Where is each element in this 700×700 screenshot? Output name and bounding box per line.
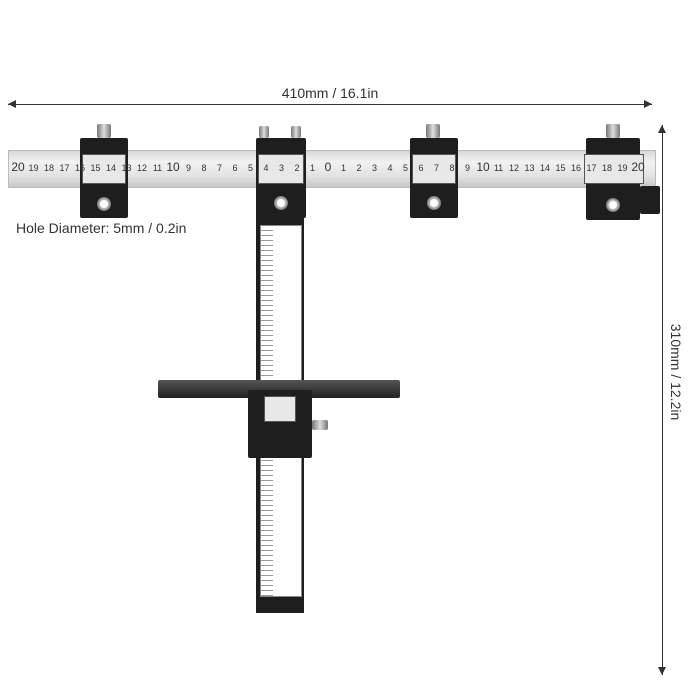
ruler-number: 9: [185, 163, 192, 173]
ruler-number: 3: [371, 163, 378, 173]
ruler-number: 17: [586, 163, 597, 173]
ruler-number: 17: [59, 163, 70, 173]
stop-block-3-knob: [606, 124, 620, 138]
ruler-number: 10: [166, 160, 180, 174]
ruler-number: 11: [152, 163, 163, 173]
ruler-number: 8: [449, 163, 455, 173]
ruler-number: 16: [570, 163, 582, 173]
ruler-number: 16: [74, 163, 86, 173]
ruler-number: 6: [232, 163, 238, 173]
ruler-number: 14: [539, 163, 551, 173]
stop-block-2-hole: [427, 196, 441, 210]
hole-diameter-label: Hole Diameter: 5mm / 0.2in: [16, 220, 187, 236]
ruler-number: 4: [387, 163, 393, 173]
ruler-number: 5: [402, 163, 409, 173]
ruler-number: 20: [11, 160, 25, 174]
ruler-number: 13: [121, 163, 132, 173]
ruler-number: 3: [278, 163, 285, 173]
ruler-number: 5: [247, 163, 254, 173]
slider-knob: [312, 420, 328, 430]
width-dimension-label: 410mm / 16.1in: [281, 85, 379, 101]
ruler-number: 18: [601, 163, 613, 173]
ruler-number: 18: [43, 163, 55, 173]
ruler-number: 11: [493, 163, 504, 173]
ruler-number: 15: [555, 163, 566, 173]
center-block-knob-right: [291, 126, 301, 138]
crossbar: [158, 380, 400, 398]
ruler-number: 13: [524, 163, 535, 173]
ruler-number: 7: [216, 163, 223, 173]
ruler-number: 19: [28, 163, 39, 173]
height-dimension-line: [662, 125, 663, 675]
ruler-number: 8: [201, 163, 207, 173]
end-hook: [640, 186, 660, 214]
stop-block-3-hole: [606, 198, 620, 212]
center-block-window: [258, 154, 304, 184]
stop-block-2-knob: [426, 124, 440, 138]
stop-block-1-hole: [97, 197, 111, 211]
stop-block-3-window: [584, 154, 644, 184]
stop-block-1-knob: [97, 124, 111, 138]
ruler-number: 6: [418, 163, 424, 173]
center-block-knob-left: [259, 126, 269, 138]
ruler-number: 0: [324, 160, 332, 174]
ruler-number: 9: [464, 163, 471, 173]
width-dimension-line: [8, 104, 652, 105]
ruler-number: 1: [340, 163, 347, 173]
ruler-number: 19: [617, 163, 628, 173]
stop-block-1-window: [82, 154, 126, 184]
width-arrow-left-icon: [8, 100, 16, 108]
ruler-number: 15: [90, 163, 101, 173]
ruler-number: 2: [294, 163, 300, 173]
height-arrow-bottom-icon: [658, 667, 666, 675]
ruler-number: 12: [136, 163, 148, 173]
ruler-number: 20: [631, 160, 645, 174]
ruler-number: 14: [105, 163, 117, 173]
ruler-number: 10: [476, 160, 490, 174]
stop-block-2-window: [412, 154, 456, 184]
center-block-hole: [274, 196, 288, 210]
ruler-number: 2: [356, 163, 362, 173]
height-dimension-label: 310mm / 12.2in: [668, 323, 684, 421]
width-arrow-right-icon: [644, 100, 652, 108]
ruler-number: 12: [508, 163, 520, 173]
slider-window: [264, 396, 296, 422]
ruler-number: 7: [433, 163, 440, 173]
ruler-number: 1: [309, 163, 316, 173]
ruler-number: 4: [263, 163, 269, 173]
height-arrow-top-icon: [658, 125, 666, 133]
